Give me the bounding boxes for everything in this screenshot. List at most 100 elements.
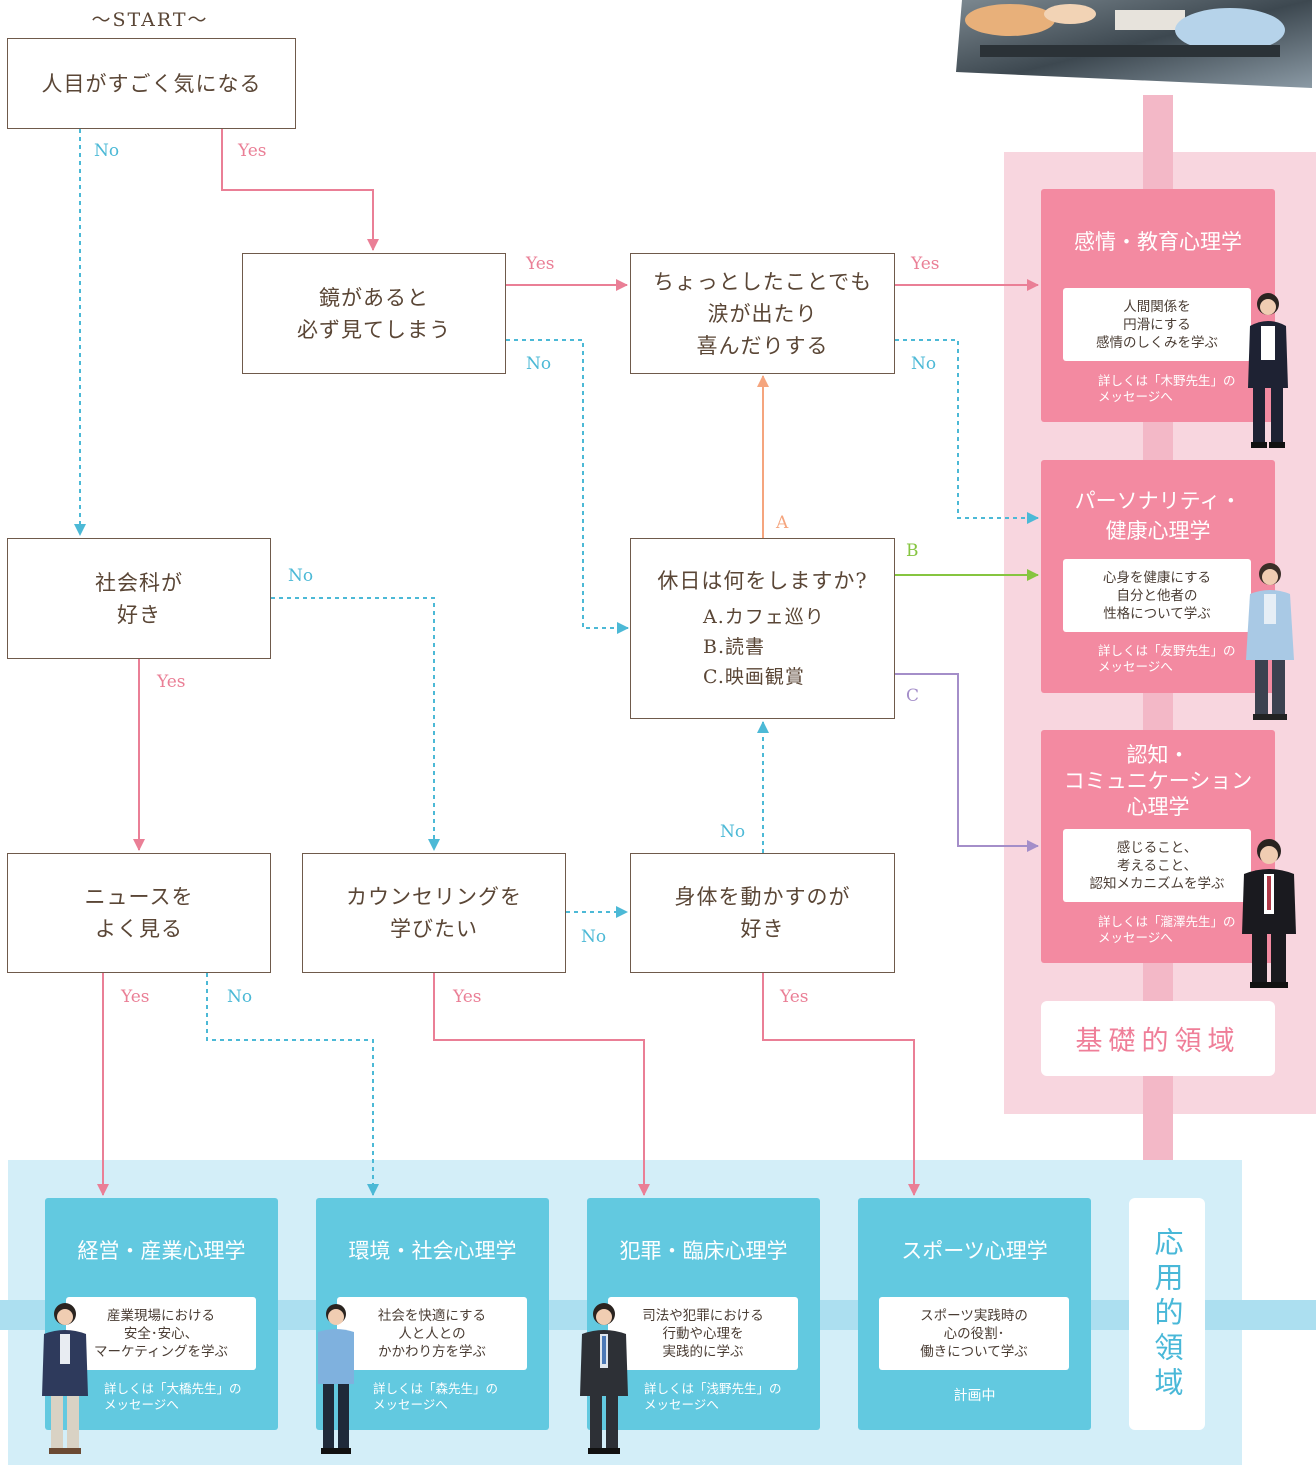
edge-tears-no xyxy=(895,339,1039,524)
label-holiday-c: C xyxy=(906,686,920,706)
desc-line: 考えること、 xyxy=(1116,857,1198,874)
card-title-line: 認知・ xyxy=(1126,743,1190,767)
link-line: 詳しくは「浅野先生」の xyxy=(644,1381,782,1396)
card-title: 犯罪・臨床心理学 xyxy=(619,1239,788,1263)
card-title: スポーツ心理学 xyxy=(901,1239,1048,1263)
desc-line: 感じること、 xyxy=(1116,839,1198,856)
teacher-photo-asano xyxy=(580,1303,628,1454)
link-line: メッセージへ xyxy=(104,1397,179,1412)
teacher-photo-ohashi xyxy=(42,1303,88,1454)
label-tears-no: No xyxy=(911,354,937,374)
label-social-no: No xyxy=(288,566,314,586)
teacher-photo-kino xyxy=(1248,293,1288,448)
card-title-line: パーソナリティ・ xyxy=(1074,489,1242,513)
edge-holiday-c xyxy=(895,673,1039,852)
card-status: 計画中 xyxy=(953,1388,996,1404)
question-line: 喜んだりする xyxy=(696,333,829,358)
desc-line: 円滑にする xyxy=(1123,316,1191,333)
desc-line: 司法や犯罪における xyxy=(642,1307,764,1324)
card-title: 感情・教育心理学 xyxy=(1041,229,1275,256)
teacher-photo-takizawa xyxy=(1242,839,1296,988)
desc-line: 認知メカニズムを学ぶ xyxy=(1089,875,1225,892)
basic-area-label: 基礎的領域 xyxy=(1041,1001,1275,1076)
card-business-industrial[interactable]: 経営・産業心理学 産業現場における 安全･安心、 マーケティングを学ぶ 詳しくは… xyxy=(45,1198,278,1430)
question-holiday[interactable]: 休日は何をしますか? A.カフェ巡り B.読書 C.映画観賞 xyxy=(630,538,895,719)
card-title: パーソナリティ・ 健康心理学 xyxy=(1041,486,1275,546)
card-title: 経営・産業心理学 xyxy=(77,1239,246,1263)
card-link[interactable]: 詳しくは「友野先生」の メッセージへ xyxy=(1098,643,1236,675)
card-link[interactable]: 詳しくは「大橋先生」の メッセージへ xyxy=(104,1381,242,1413)
desc-line: 社会を快適にする xyxy=(377,1307,487,1324)
question-line: カウンセリングを xyxy=(346,885,522,909)
desc-line: 感情のしくみを学ぶ xyxy=(1095,334,1219,351)
option-b: B.読書 xyxy=(703,635,766,658)
card-crime-clinical[interactable]: 犯罪・臨床心理学 司法や犯罪における 行動や心理を 実践的に学ぶ 詳しくは「浅野… xyxy=(587,1198,820,1430)
label-social-yes: Yes xyxy=(157,672,186,692)
label-holiday-b: B xyxy=(906,541,919,561)
start-label: ～START～ xyxy=(91,9,209,31)
card-description: スポーツ実践時の 心の役割･ 働きについて学ぶ xyxy=(879,1297,1069,1370)
label-holiday-a: A xyxy=(776,513,789,533)
card-title: 認知・ コミュニケーション 心理学 xyxy=(1041,742,1275,820)
option-c: C.映画観賞 xyxy=(703,665,805,688)
question-line: 身体を動かすのが xyxy=(674,885,851,909)
card-title-line: 感情・教育心理学 xyxy=(1074,230,1242,254)
link-line: 詳しくは「瀧澤先生」の xyxy=(1098,914,1236,929)
question-mirror[interactable]: 鏡があると 必ず見てしまう xyxy=(242,253,506,374)
label-counsel-yes: Yes xyxy=(453,987,482,1007)
link-line: 詳しくは「友野先生」の xyxy=(1098,643,1236,658)
question-line: 好き xyxy=(117,602,161,627)
question-line: 人目がすごく気になる xyxy=(41,71,262,96)
card-title-line: 心理学 xyxy=(1126,795,1190,819)
link-line: メッセージへ xyxy=(373,1397,448,1412)
label-news-yes: Yes xyxy=(121,987,150,1007)
link-line: 詳しくは「森先生」の xyxy=(373,1381,499,1396)
edge-mirror-no xyxy=(506,339,629,634)
question-line: 社会科が xyxy=(95,570,183,595)
question-exercise[interactable]: 身体を動かすのが 好き xyxy=(630,853,895,973)
label-news-no: No xyxy=(227,987,253,1007)
card-sports[interactable]: スポーツ心理学 スポーツ実践時の 心の役割･ 働きについて学ぶ 計画中 xyxy=(858,1198,1091,1430)
label-tears-yes: Yes xyxy=(911,254,940,274)
card-cognition-communication[interactable]: 認知・ コミュニケーション 心理学 感じること、 考えること、 認知メカニズムを… xyxy=(1041,730,1275,963)
card-title: 環境・社会心理学 xyxy=(348,1239,517,1263)
card-link[interactable]: 詳しくは「浅野先生」の メッセージへ xyxy=(644,1381,782,1413)
card-emotion-education[interactable]: 感情・教育心理学 人間関係を 円滑にする 感情のしくみを学ぶ 詳しくは「木野先生… xyxy=(1041,189,1275,422)
label-counsel-no: No xyxy=(581,927,607,947)
card-description: 心身を健康にする 自分と他者の 性格について学ぶ xyxy=(1063,559,1251,632)
question-line: 学びたい xyxy=(390,917,478,941)
question-counseling[interactable]: カウンセリングを 学びたい xyxy=(302,853,566,973)
question-people-attention[interactable]: 人目がすごく気になる xyxy=(7,38,296,129)
card-link[interactable]: 詳しくは「木野先生」の メッセージへ xyxy=(1098,373,1236,405)
edge-q1-yes xyxy=(221,129,379,251)
desc-line: スポーツ実践時の xyxy=(920,1307,1028,1324)
card-description: 社会を快適にする 人と人との かかわり方を学ぶ xyxy=(337,1297,527,1370)
card-description: 司法や犯罪における 行動や心理を 実践的に学ぶ xyxy=(608,1297,798,1370)
question-social-studies[interactable]: 社会科が 好き xyxy=(7,538,271,659)
question-tears[interactable]: ちょっとしたことでも 涙が出たり 喜んだりする xyxy=(630,253,895,374)
card-title-line: コミュニケーション xyxy=(1063,769,1253,793)
teacher-photo-tomono xyxy=(1246,563,1294,720)
card-personality-health[interactable]: パーソナリティ・ 健康心理学 心身を健康にする 自分と他者の 性格について学ぶ … xyxy=(1041,460,1275,693)
card-description: 感じること、 考えること、 認知メカニズムを学ぶ xyxy=(1063,829,1251,902)
label-q1-no: No xyxy=(94,141,120,161)
question-line: 好き xyxy=(740,917,785,941)
link-line: メッセージへ xyxy=(644,1397,719,1412)
label-mirror-yes: Yes xyxy=(526,254,555,274)
card-link[interactable]: 詳しくは「森先生」の メッセージへ xyxy=(373,1381,498,1413)
card-environment-social[interactable]: 環境・社会心理学 社会を快適にする 人と人との かかわり方を学ぶ 詳しくは「森先… xyxy=(316,1198,549,1430)
applied-area-label: 応用的領域 xyxy=(1129,1198,1205,1430)
desc-line: 性格について学ぶ xyxy=(1103,605,1211,622)
teacher-photo-mori xyxy=(318,1304,354,1454)
applied-area-label-text: 応用的領域 xyxy=(1150,1226,1184,1402)
desc-line: 自分と他者の xyxy=(1116,587,1198,604)
desc-line: 実践的に学ぶ xyxy=(662,1343,744,1360)
label-body-yes: Yes xyxy=(780,987,809,1007)
question-news[interactable]: ニュースを よく見る xyxy=(7,853,271,973)
link-line: メッセージへ xyxy=(1098,659,1173,674)
desc-line: 働きについて学ぶ xyxy=(920,1343,1028,1360)
question-line: ニュースを xyxy=(84,885,194,909)
edge-counsel-yes xyxy=(433,973,650,1196)
card-link[interactable]: 詳しくは「瀧澤先生」の メッセージへ xyxy=(1098,914,1236,946)
